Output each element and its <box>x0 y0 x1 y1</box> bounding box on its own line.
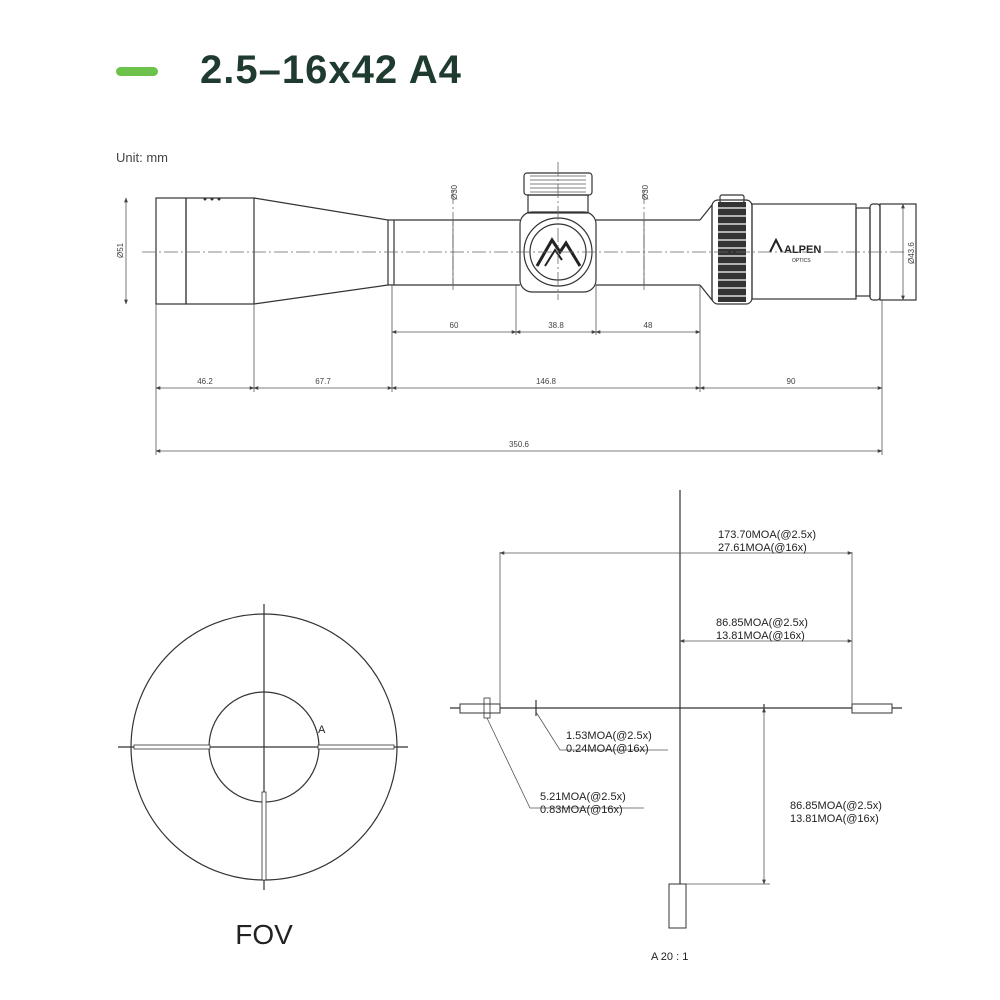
reticle-detail: 173.70MOA(@2.5x) 27.61MOA(@16x) 86.85MOA… <box>450 490 902 963</box>
brand-logo-icon <box>769 237 783 253</box>
scope-outline: ALPEN OPTICS <box>142 162 917 305</box>
diameter-dimensions: Ø51 Ø30 Ø30 Ø43.6 <box>116 184 916 305</box>
fov-marker: A <box>318 724 326 736</box>
bottom-span-high: 13.81MOA(@16x) <box>790 813 879 825</box>
brand-sub: OPTICS <box>792 258 811 264</box>
power-ring-taper <box>699 203 713 302</box>
dim-90: 90 <box>787 377 796 386</box>
objective-taper <box>253 197 389 305</box>
dim-eyepiece: Ø43.6 <box>907 242 916 264</box>
dim-60: 60 <box>450 321 459 330</box>
fov-diagram: A FOV <box>118 604 408 950</box>
half-span-high: 13.81MOA(@16x) <box>716 630 805 642</box>
front-tube <box>388 219 520 286</box>
brand-name: ALPEN <box>784 244 821 256</box>
reticle-bottom-post <box>668 883 687 929</box>
dim-turret-front: Ø30 <box>450 184 459 200</box>
unit-label: Unit: mm <box>116 150 168 165</box>
accent-bar <box>116 67 158 76</box>
objective-ring <box>155 197 187 305</box>
reticle-left-post <box>459 703 501 714</box>
bottom-span-low: 86.85MOA(@2.5x) <box>790 800 882 812</box>
gap-high: 0.24MOA(@16x) <box>566 743 649 755</box>
objective-housing <box>185 197 255 305</box>
dim-48: 48 <box>644 321 653 330</box>
top-span-low: 173.70MOA(@2.5x) <box>718 529 816 541</box>
page-title: 2.5–16x42 A4 <box>200 48 462 92</box>
rear-tube <box>596 219 700 286</box>
reticle-scale: A 20 : 1 <box>651 951 688 963</box>
top-span-high: 27.61MOA(@16x) <box>718 542 807 554</box>
half-span-low: 86.85MOA(@2.5x) <box>716 617 808 629</box>
dim-total: 350.6 <box>509 440 530 449</box>
fov-label: FOV <box>235 919 293 950</box>
dim-objective: Ø51 <box>116 242 125 258</box>
post-low: 5.21MOA(@2.5x) <box>540 791 626 803</box>
dim-38-8: 38.8 <box>548 321 564 330</box>
post-high: 0.83MOA(@16x) <box>540 804 623 816</box>
dim-67-7: 67.7 <box>315 377 331 386</box>
reticle-right-post <box>851 703 893 714</box>
mountain-logo-icon <box>535 237 582 267</box>
dim-46-2: 46.2 <box>197 377 213 386</box>
dim-turret-rear: Ø30 <box>641 184 650 200</box>
length-dimensions: 60 38.8 48 46.2 67.7 146.8 90 350.6 <box>155 285 883 455</box>
dim-146-8: 146.8 <box>536 377 557 386</box>
gap-low: 1.53MOA(@2.5x) <box>566 730 652 742</box>
